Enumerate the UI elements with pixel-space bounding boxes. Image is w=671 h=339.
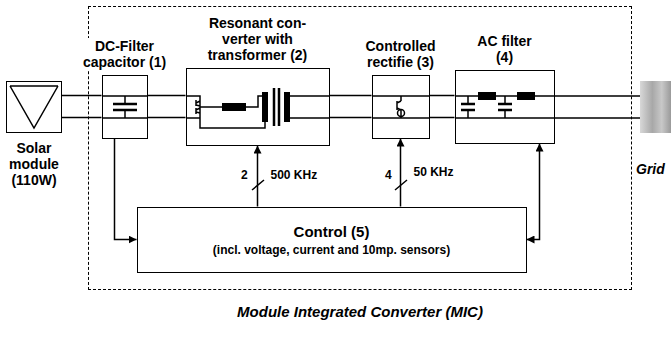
block-note: (incl. voltage, current and 10mp. sensor… — [213, 242, 450, 258]
converter-wires — [186, 96, 265, 128]
block-title: Control (5) — [294, 222, 370, 242]
signal-line — [257, 146, 259, 207]
bus-width: 2 — [240, 168, 249, 182]
block-label: AC filter (4) — [470, 33, 540, 65]
block-label: DC-Filter capacitor (1) — [75, 38, 175, 70]
signal-line — [400, 139, 402, 207]
rectifier-diode — [398, 110, 405, 117]
boundary-caption: Module Integrated Converter (MIC) — [237, 303, 483, 320]
block-label: Resonant con- verter with transformer (2… — [192, 15, 324, 63]
signal-line — [115, 139, 137, 240]
inductor-symbol — [478, 92, 496, 100]
control-block: Control (5)(incl. voltage, current and 1… — [137, 207, 527, 273]
transistor-symbol — [196, 100, 200, 114]
power-wire — [430, 96, 455, 118]
solar-module: Solar module (110W) — [6, 81, 62, 133]
bus-width: 4 — [384, 168, 393, 182]
power-wire — [148, 96, 186, 118]
power-wire — [62, 96, 102, 118]
rectifier-switch — [372, 96, 430, 118]
block-label: Grid — [636, 161, 665, 177]
power-wire — [555, 96, 641, 118]
filter-block: DC-Filter capacitor (1) — [102, 75, 148, 139]
filter-wires — [455, 96, 555, 118]
capacitor-symbol — [113, 104, 137, 110]
power-wire — [330, 96, 372, 118]
converter-wires — [287, 96, 330, 118]
block-label: Solar module (110W) — [1, 140, 67, 188]
block-label: Controlled rectifie (3) — [356, 38, 446, 70]
transformer-winding — [284, 92, 290, 122]
transformer-core — [274, 88, 279, 126]
frequency-label: 50 KHz — [413, 165, 455, 179]
inductor-symbol — [222, 103, 246, 111]
converter-boundary: DC-Filter capacitor (1) Resonant con- ver… — [88, 6, 632, 290]
signal-line — [527, 144, 540, 240]
converter-block: Resonant con- verter with transformer (2… — [186, 68, 330, 146]
solar-symbol — [10, 86, 58, 128]
frequency-label: 500 KHz — [270, 168, 319, 182]
capacitor-wires — [102, 96, 148, 118]
filter-block: AC filter (4) — [455, 70, 555, 144]
rectifier-block: Controlled rectifie (3) — [372, 75, 430, 139]
transformer-winding — [262, 92, 268, 122]
capacitor-symbol — [461, 104, 512, 110]
grid-symbol: Grid — [640, 81, 671, 133]
inductor-symbol — [517, 92, 535, 100]
